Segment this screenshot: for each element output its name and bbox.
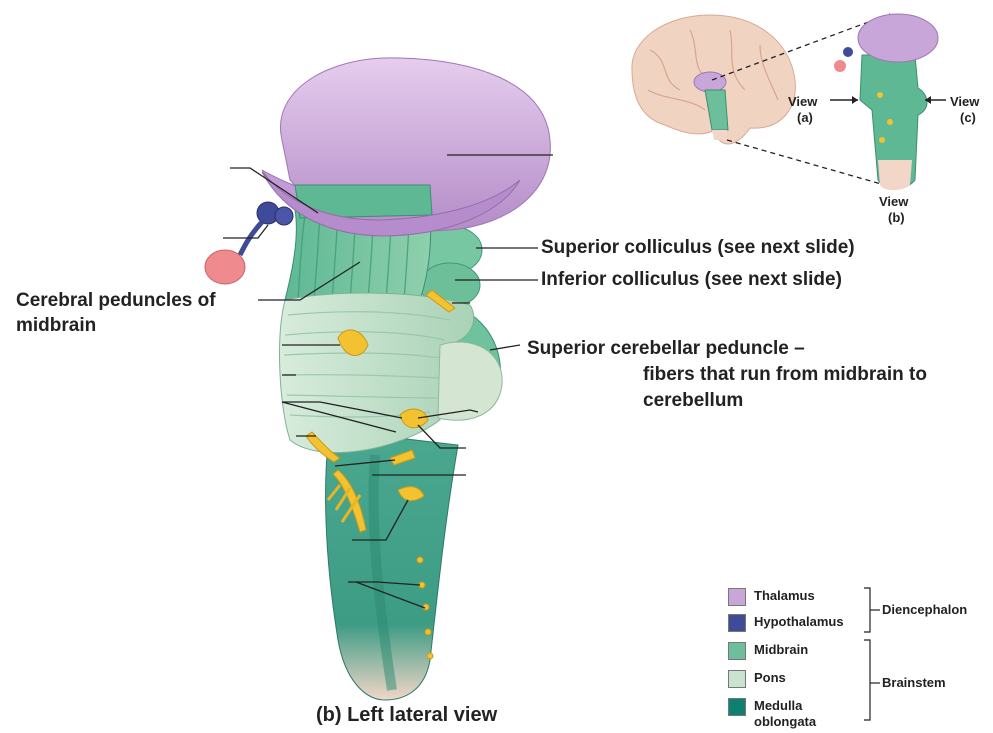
inset-view-c-label2: (c) bbox=[960, 110, 976, 125]
legend-swatch-pons bbox=[728, 670, 746, 688]
inset-view-a-label1: View bbox=[788, 94, 817, 109]
legend-group-brainstem: Brainstem bbox=[882, 675, 946, 690]
legend-label-hypothalamus: Hypothalamus bbox=[754, 614, 844, 630]
legend-label-medulla: Medulla oblongata bbox=[754, 698, 834, 730]
inset-view-c-label1: View bbox=[950, 94, 979, 109]
pituitary-shape bbox=[205, 250, 245, 284]
label-superior-cerebellar-peduncle-line3: cerebellum bbox=[643, 389, 743, 413]
label-superior-cerebellar-peduncle-line2: fibers that run from midbrain to bbox=[643, 363, 927, 387]
legend-group-diencephalon: Diencephalon bbox=[882, 602, 967, 617]
legend-label-midbrain: Midbrain bbox=[754, 642, 808, 658]
inset-thalamus bbox=[858, 14, 938, 62]
figure-caption: (b) Left lateral view bbox=[316, 704, 497, 727]
legend-swatch-midbrain bbox=[728, 642, 746, 660]
legend-label-thalamus: Thalamus bbox=[754, 588, 815, 604]
inset-view-b-label1: View bbox=[879, 194, 908, 209]
label-cerebral-peduncles-line1: Cerebral peduncles of bbox=[16, 289, 216, 313]
label-inferior-colliculus: Inferior colliculus (see next slide) bbox=[541, 268, 842, 292]
legend-swatch-hypothalamus bbox=[728, 614, 746, 632]
label-superior-colliculus: Superior colliculus (see next slide) bbox=[541, 236, 855, 260]
legend-label-pons: Pons bbox=[754, 670, 786, 686]
label-cerebral-peduncles-line2: midbrain bbox=[16, 314, 96, 338]
color-legend: Thalamus Hypothalamus Midbrain Pons Medu… bbox=[728, 582, 990, 732]
legend-swatch-thalamus bbox=[728, 588, 746, 606]
label-superior-cerebellar-peduncle-line1: Superior cerebellar peduncle – bbox=[527, 337, 805, 361]
inset-view-b-label2: (b) bbox=[888, 210, 905, 225]
legend-swatch-medulla bbox=[728, 698, 746, 716]
inset-view-a-label2: (a) bbox=[797, 110, 813, 125]
